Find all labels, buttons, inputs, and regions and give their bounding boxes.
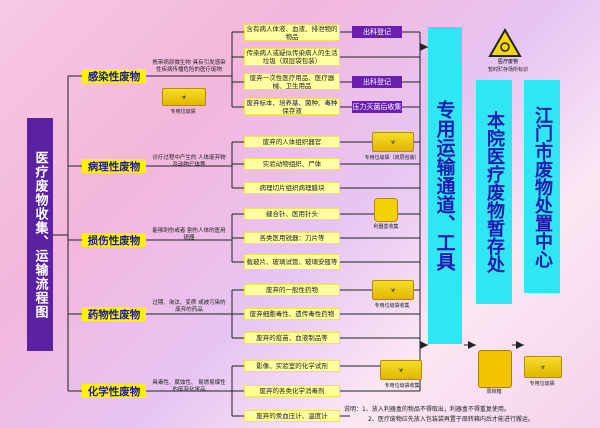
- category-infectious-desc: 携带病原微生物 具有引发感染性疾病传播危险的医疗废物: [152, 60, 226, 73]
- category-sharps-desc: 能够刺伤或者 割伤人体的医用锐器: [152, 228, 226, 241]
- category-pathological: 病理性废物: [82, 159, 146, 173]
- category-infectious: 感染性废物: [82, 69, 146, 83]
- sign-text: 医疗废物: [497, 59, 518, 65]
- item-body-fluid: 含有病人体液、血液、排泄物的物品: [244, 24, 340, 41]
- yellow-bag-icon: ☣: [372, 132, 414, 152]
- bag-label-1: 专用垃圾袋: [170, 109, 196, 115]
- yellow-bag-icon: ☣: [524, 356, 562, 378]
- category-chemical-desc: 具毒性、腐蚀性、 易燃易爆性的废弃化学品: [152, 380, 226, 393]
- category-pharmaceutical: 药物性废物: [82, 307, 146, 321]
- item-needles: 缝合针、医用针头: [244, 208, 340, 220]
- item-organs: 废弃的人体组织器官: [244, 136, 340, 148]
- tag-sterilize: 压力灭菌后收集: [352, 101, 402, 113]
- item-blades: 各类医用锐器：刀片等: [244, 232, 340, 244]
- yellow-bag-icon: ☣: [162, 88, 206, 106]
- category-chemical: 化学性废物: [82, 384, 146, 398]
- note-line-1: 说明：1、放入利器盒的物品不得取出，利器盒不得重复使用。: [344, 406, 510, 413]
- transport-channel: 专用运输通道、工具: [428, 27, 462, 344]
- item-toxic-drug: 废弃细胞毒性、遗传毒性药物: [244, 308, 340, 320]
- bag-label-2: 专用垃圾袋（双层包装）: [364, 155, 420, 161]
- item-disposables: 废弃一次性医疗用品、医疗器械、卫生用品: [244, 73, 340, 90]
- sharps-label: 利器盒收集: [373, 224, 399, 230]
- item-slices: 病理切片组织病理腊块: [244, 182, 340, 194]
- bag-label-3: 专用垃圾袋收集: [374, 303, 410, 309]
- biohazard-sign-icon: [488, 27, 522, 58]
- tag-registration-2: 出科登记: [352, 76, 402, 88]
- yellow-bag-icon: ☣: [372, 280, 414, 300]
- sharps-box-icon: [374, 198, 398, 222]
- item-vaccine: 废弃的疫苗、血液制品等: [244, 332, 340, 344]
- disposal-center: 江门市废物处置中心: [524, 80, 560, 293]
- item-glass: 载玻片、玻璃试管、玻璃安瓿等: [244, 254, 340, 270]
- sign-label: 暂时贮存场所标识: [487, 67, 528, 73]
- yellow-bag-icon: ☣: [380, 360, 422, 380]
- item-patient-waste: 传染病人或疑似传染病人的生活垃圾（双层袋包装）: [244, 48, 340, 66]
- item-reagents: 影像、实验室的化学试剂: [244, 360, 340, 372]
- hospital-storage: 本院医疗废物暂存处: [476, 80, 512, 304]
- bin-icon: [478, 350, 512, 388]
- bag-label-4: 专用垃圾袋收集: [384, 383, 420, 389]
- item-disinfectant: 废弃的各类化学消毒剂: [244, 385, 340, 397]
- bag-label-5: 专用垃圾袋: [529, 381, 555, 387]
- category-pathological-desc: 诊疗过程中产生的 人体废弃物及动物尸体等: [152, 155, 226, 168]
- category-sharps: 损伤性废物: [82, 233, 146, 247]
- flowchart-title: 医疗废物收集、运输流程图: [27, 118, 53, 351]
- category-pharmaceutical-desc: 过期、淘汰、变质 或被污染的废弃的药品: [152, 300, 226, 313]
- item-general-drug: 废弃的一般性药物: [244, 284, 340, 296]
- item-animal: 实验动物组织、尸体: [244, 158, 340, 170]
- item-mercury: 废弃的汞血压计、温度计: [244, 410, 340, 422]
- tag-registration-1: 出科登记: [352, 26, 402, 38]
- item-specimens: 废弃标本、培养基、菌种、毒种保存液: [244, 98, 340, 115]
- bin-label: 周转箱: [486, 389, 502, 395]
- note-line-2: 2、医疗废物应先放入包装袋再置于周转箱内后才能进行搬运。: [368, 416, 534, 423]
